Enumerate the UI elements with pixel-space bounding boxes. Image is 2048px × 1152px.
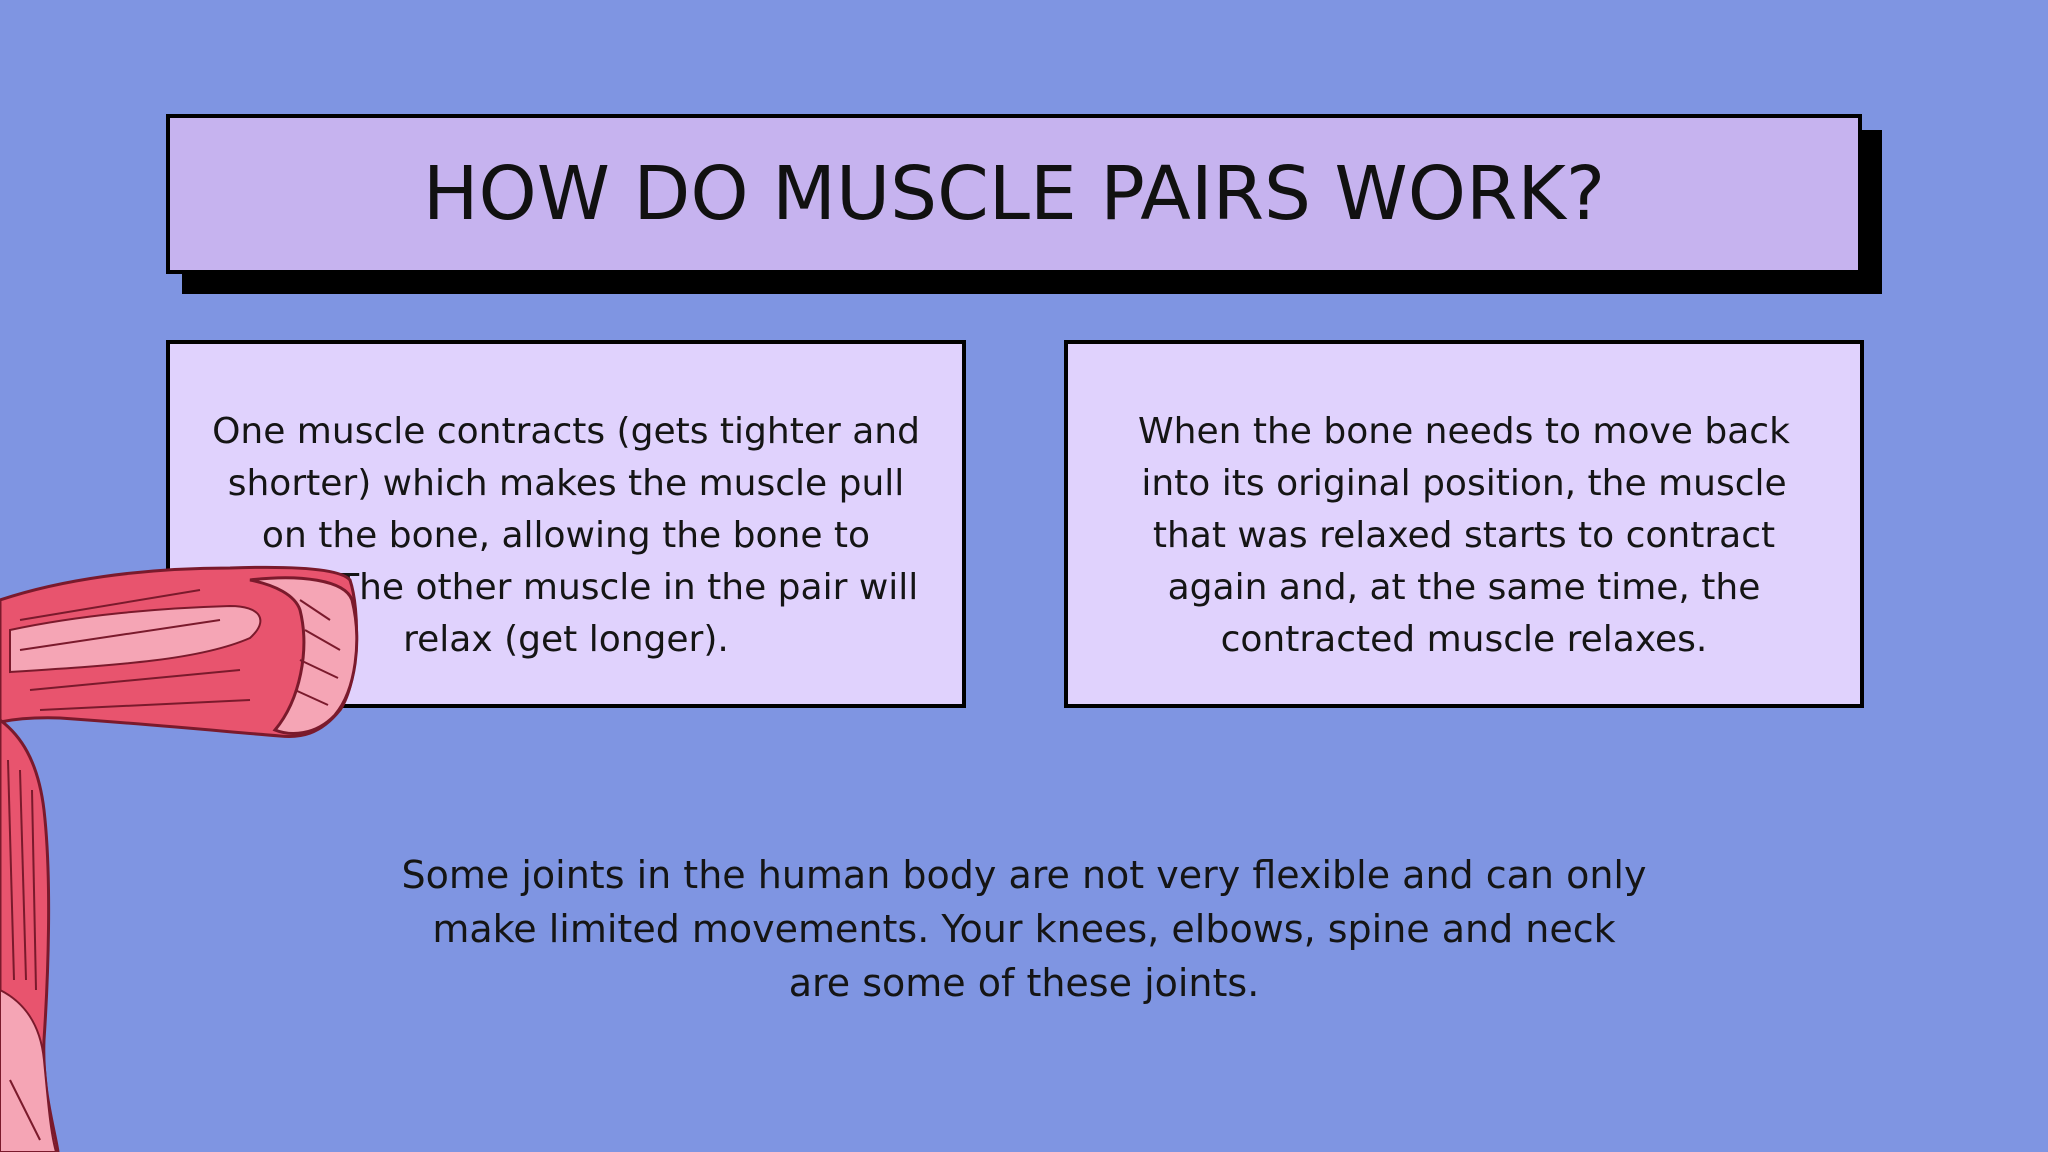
right-info-box: When the bone needs to move back into it… xyxy=(1064,340,1864,708)
upper-arm-highlight-shape xyxy=(0,988,58,1152)
arm-muscle-illustration xyxy=(0,565,359,1152)
right-info-text: When the bone needs to move back into it… xyxy=(1138,411,1790,660)
elbow-tendon-shape xyxy=(249,576,359,735)
left-info-box: One muscle contracts (gets tighter and s… xyxy=(166,340,966,708)
title-box: HOW DO MUSCLE PAIRS WORK? xyxy=(166,114,1862,274)
bottom-paragraph: Some joints in the human body are not ve… xyxy=(401,853,1647,1005)
slide-title: HOW DO MUSCLE PAIRS WORK? xyxy=(422,151,1606,237)
